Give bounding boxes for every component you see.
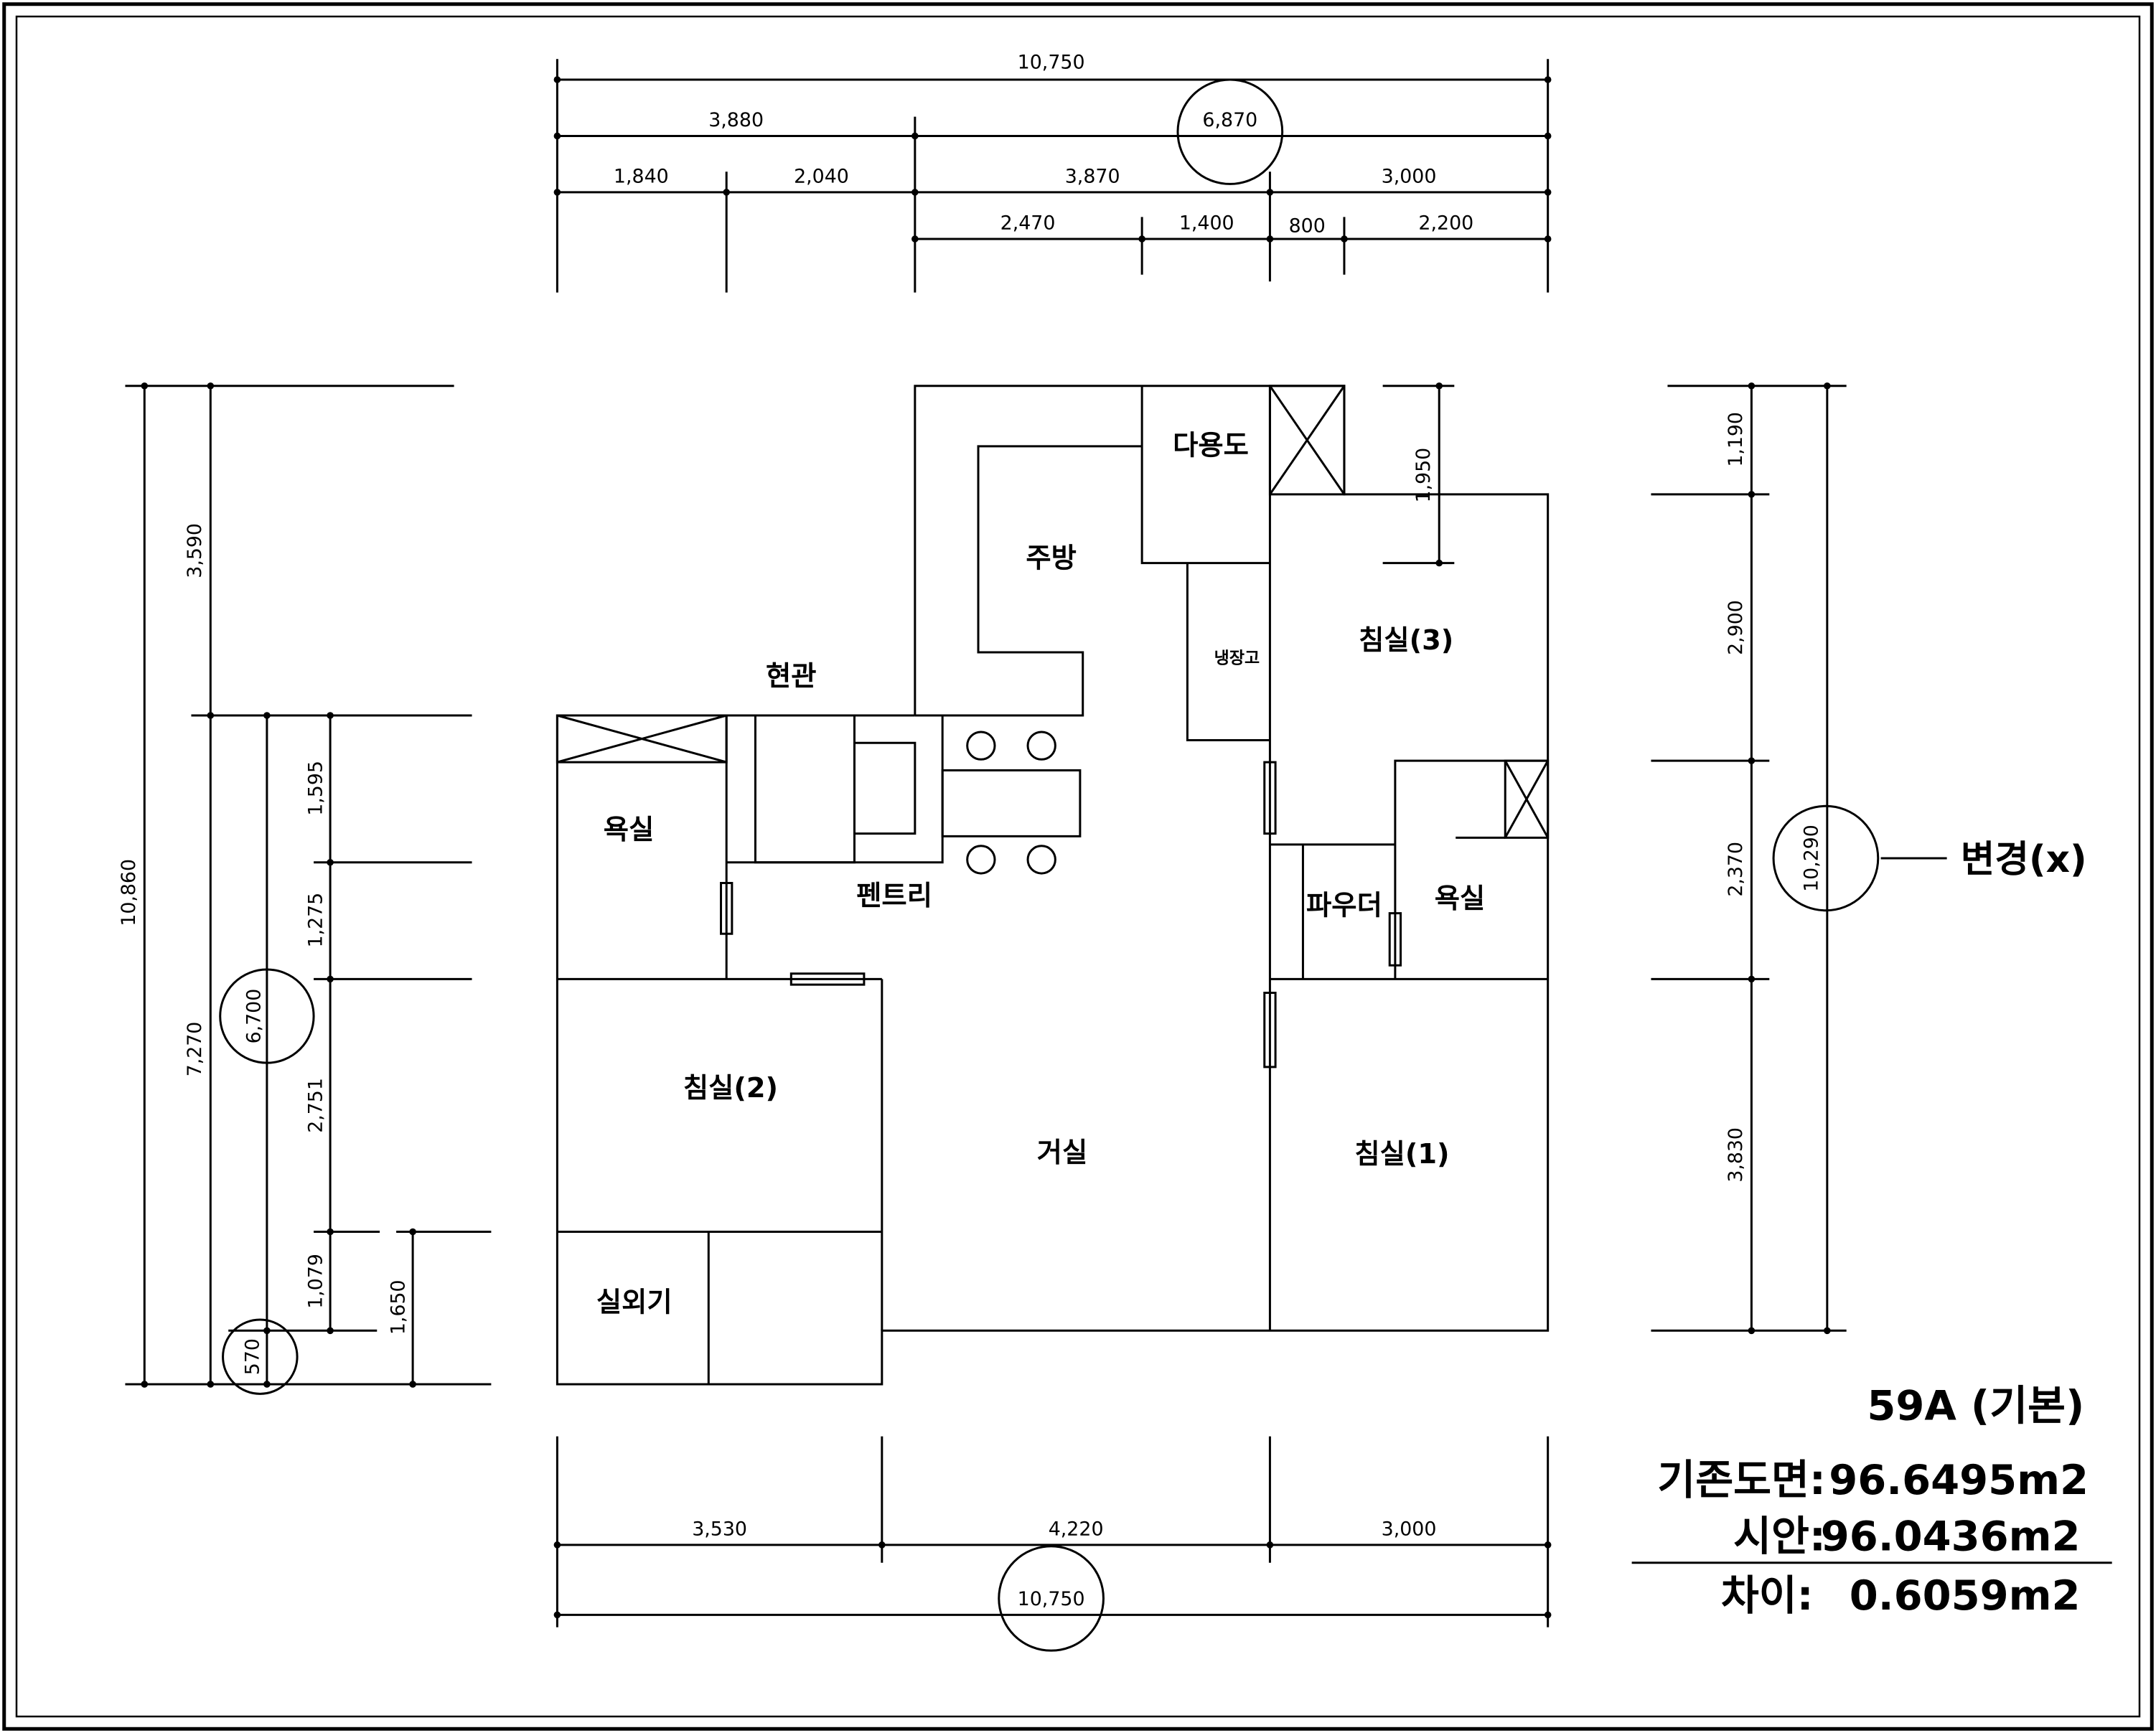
room-powder: 파우더: [1306, 890, 1382, 922]
room-bed1: 침실(1): [1354, 1138, 1449, 1170]
dim-util-height: 1,950: [1412, 448, 1435, 503]
bottom-change-circle: [999, 1546, 1104, 1650]
dim-right-total: 10,290: [1800, 825, 1822, 892]
room-kitchen: 주방: [1026, 542, 1077, 574]
room-bath-left: 욕실: [604, 814, 655, 846]
room-utility: 다용도: [1173, 429, 1249, 461]
dim-left-seg-1: 1,595: [305, 761, 327, 816]
dim-top-row3-2: 2,040: [794, 166, 849, 188]
dim-top-row4-4: 2,200: [1418, 212, 1473, 235]
dim-top-row4-3: 800: [1289, 215, 1326, 237]
right-dimensions: 1,190 2,900 2,370 3,830 10,290 변경(x): [1651, 382, 2087, 1335]
dim-bottom-1: 3,530: [692, 1518, 747, 1540]
dim-left-small: 570: [241, 1338, 263, 1375]
dim-bottom-2: 4,220: [1049, 1518, 1104, 1540]
room-fridge: 냉장고: [1214, 649, 1260, 667]
plan-type-label: 59A (기본): [1867, 1382, 2084, 1430]
dim-top-right-group: 6,870: [1202, 109, 1257, 131]
draft-area-value: 96.0436m2: [1821, 1513, 2081, 1561]
dim-left-lower: 7,270: [184, 1022, 206, 1077]
dim-top-row3-3: 3,870: [1065, 166, 1120, 188]
dim-right-seg-1: 1,190: [1725, 412, 1747, 467]
dim-bottom-3: 3,000: [1382, 1518, 1437, 1540]
dim-top-row3-1: 1,840: [614, 166, 669, 188]
area-summary: 59A (기본) 기존도면: 96.6495m2 시안: 96.0436m2 차…: [1632, 1382, 2112, 1620]
dim-left-inner: 6,700: [243, 989, 265, 1044]
diff-area-label: 차이:: [1721, 1572, 1814, 1620]
room-ac-unit: 실외기: [596, 1287, 672, 1319]
dim-top-left-group: 3,880: [708, 109, 764, 131]
diff-area-value: 0.6059m2: [1850, 1572, 2081, 1620]
top-dimensions: 10,750 3,880 6,870 1,840 2,040 3,870 3,0…: [553, 52, 1552, 293]
existing-area-label: 기존도면:: [1657, 1456, 1826, 1504]
left-change-circle-upper: [220, 969, 314, 1063]
dim-left-extra: 1,650: [388, 1279, 410, 1335]
room-living: 거실: [1037, 1137, 1088, 1169]
room-bath-right: 욕실: [1435, 883, 1486, 915]
dim-left-seg-3: 2,751: [305, 1078, 327, 1133]
dim-top-row3-4: 3,000: [1382, 166, 1437, 188]
right-change-circle: [1773, 806, 1878, 910]
room-labels: 다용도 주방 현관 냉장고 침실(3) 욕실 펜트리 파우더 욕실 침실(2) …: [596, 429, 1485, 1318]
draft-area-label: 시안:: [1733, 1513, 1826, 1561]
room-bed3: 침실(3): [1359, 624, 1453, 657]
dim-left-upper: 3,590: [184, 523, 206, 578]
change-label: 변경(x): [1961, 838, 2087, 881]
dim-right-seg-2: 2,900: [1725, 600, 1747, 655]
dim-left-total: 10,860: [118, 859, 140, 926]
dim-top-row4-2: 1,400: [1179, 212, 1234, 235]
plan-walls: [557, 382, 1547, 1384]
dim-left-seg-4: 1,079: [305, 1254, 327, 1309]
dim-bottom-total: 10,750: [1018, 1588, 1085, 1610]
dim-left-seg-2: 1,275: [305, 893, 327, 948]
inner-frame: [17, 17, 2139, 1716]
top-change-circle: [1178, 80, 1283, 184]
room-pantry: 펜트리: [856, 880, 932, 912]
dim-top-row4-1: 2,470: [1000, 212, 1056, 235]
dim-right-seg-3: 2,370: [1725, 842, 1747, 897]
dim-top-total: 10,750: [1018, 52, 1085, 74]
existing-area-value: 96.6495m2: [1829, 1456, 2089, 1504]
room-bed2: 침실(2): [683, 1072, 778, 1104]
outer-frame: [4, 4, 2152, 1729]
left-change-circle-lower: [223, 1320, 298, 1394]
dim-right-seg-4: 3,830: [1725, 1127, 1747, 1183]
left-dimensions: 10,860 3,590 7,270 6,700 570 1,595 1,275…: [118, 382, 492, 1394]
room-entrance: 현관: [766, 660, 817, 692]
bottom-dimensions: 3,530 4,220 3,000 10,750: [553, 1437, 1552, 1651]
